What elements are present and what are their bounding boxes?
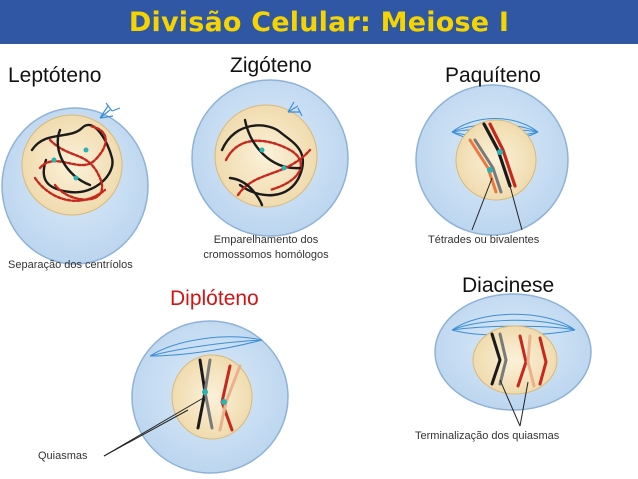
caption-centriolos: Separação dos centríolos xyxy=(8,259,133,271)
stage-diacinese: Diacinese xyxy=(462,274,555,297)
caption-emparelhamento-line2: cromossomos homólogos xyxy=(203,249,329,261)
caption-emparelhamento-line1: Emparelhamento dos xyxy=(213,234,319,246)
caption-terminalizacao: Terminalização dos quiasmas xyxy=(415,430,560,442)
title-bar: Divisão Celular: Meiose I xyxy=(0,0,638,44)
stage-paquiteno: Paquíteno xyxy=(445,64,541,87)
cell-diacinese xyxy=(434,293,592,411)
caption-quiasmas: Quiasmas xyxy=(38,450,88,462)
pointer-lines xyxy=(103,177,529,457)
caption-tetrades: Tétrades ou bivalentes xyxy=(428,234,540,246)
stage-diploteno: Diplóteno xyxy=(170,287,259,310)
cell-diploteno xyxy=(131,320,289,474)
stage-zigoteno: Zigóteno xyxy=(230,54,312,77)
cell-zigoteno xyxy=(191,79,349,237)
caption-emparelhamento: Emparelhamento dos cromossomos homólogos xyxy=(196,233,336,263)
page-title: Divisão Celular: Meiose I xyxy=(128,6,510,38)
stage-leptoteno: Leptóteno xyxy=(8,64,102,87)
cell-leptoteno xyxy=(1,102,149,265)
cell-paquiteno xyxy=(415,84,569,236)
